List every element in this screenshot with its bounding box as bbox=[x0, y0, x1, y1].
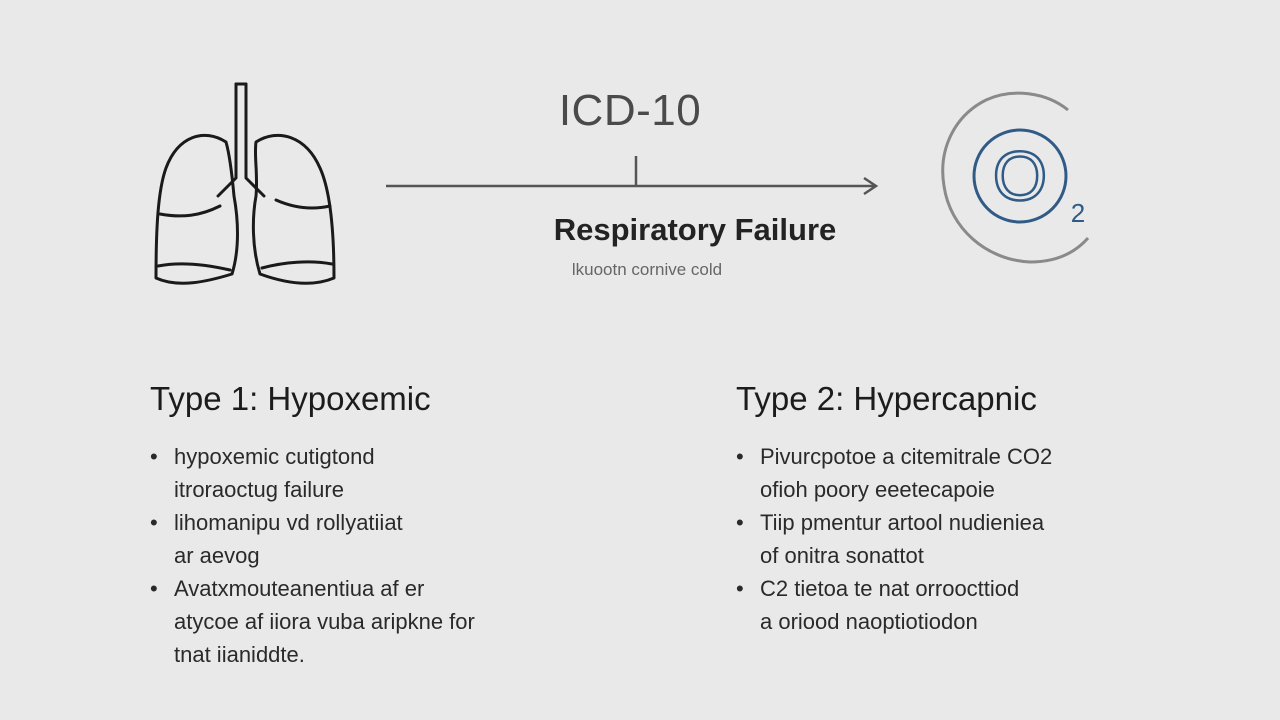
list-item: • hypoxemic cutigtond itroraoctug failur… bbox=[150, 440, 570, 506]
bullet-icon: • bbox=[736, 510, 744, 535]
list-item: • Pivurcpotoe a citemitrale CO2 ofioh po… bbox=[736, 440, 1156, 506]
page-subtitle: lkuootn cornive cold bbox=[571, 260, 723, 279]
list-item-line: itroraoctug failure bbox=[174, 477, 344, 502]
list-item-line: C2 tietoa te nat orroocttiod bbox=[760, 576, 1020, 601]
type1-column: Type 1: Hypoxemic • hypoxemic cutigtond … bbox=[150, 378, 570, 671]
type1-list: • hypoxemic cutigtond itroraoctug failur… bbox=[150, 440, 570, 671]
bullet-icon: • bbox=[736, 444, 744, 469]
type2-list: • Pivurcpotoe a citemitrale CO2 ofioh po… bbox=[736, 440, 1156, 638]
list-item-line: ar aevog bbox=[174, 543, 260, 568]
list-item: • Avatxmouteanentiua af er atycoe af iio… bbox=[150, 572, 570, 671]
list-item-line: Pivurcpotoe a citemitrale CO2 bbox=[760, 444, 1053, 469]
bullet-icon: • bbox=[150, 576, 158, 601]
list-item: • lihomanipu vd rollyatiiat ar aevog bbox=[150, 506, 570, 572]
list-item-line: a oriood naoptiotiodon bbox=[760, 609, 978, 634]
list-item-line: atycoe af iiora vuba aripkne for bbox=[174, 609, 475, 634]
type2-heading: Type 2: Hypercapnic bbox=[736, 380, 1037, 417]
page-title: Respiratory Failure bbox=[553, 212, 837, 247]
lungs-icon bbox=[154, 82, 336, 285]
list-item-line: hypoxemic cutigtond bbox=[174, 444, 375, 469]
bullet-icon: • bbox=[150, 510, 158, 535]
bullet-icon: • bbox=[736, 576, 744, 601]
list-item-line: Tiip pmentur artool nudieniea bbox=[760, 510, 1045, 535]
oxygen-symbol: O bbox=[993, 137, 1047, 215]
list-item-line: lihomanipu vd rollyatiiat bbox=[174, 510, 403, 535]
list-item: • C2 tietoa te nat orroocttiod a oriood … bbox=[736, 572, 1156, 638]
list-item-line: tnat iianiddte. bbox=[174, 642, 305, 667]
list-item-line: Avatxmouteanentiua af er bbox=[174, 576, 425, 601]
list-item: • Tiip pmentur artool nudieniea of onitr… bbox=[736, 506, 1156, 572]
type2-column: Type 2: Hypercapnic • Pivurcpotoe a cite… bbox=[736, 378, 1156, 638]
oxygen-subscript: 2 bbox=[1071, 198, 1085, 228]
bullet-icon: • bbox=[150, 444, 158, 469]
list-item-line: of onitra sonattot bbox=[760, 543, 924, 568]
code-label: ICD-10 bbox=[558, 86, 702, 135]
timeline-arrow bbox=[386, 156, 879, 196]
list-item-line: ofioh poory eeetecapoie bbox=[760, 477, 995, 502]
o2-icon: O 2 bbox=[941, 91, 1090, 264]
type1-heading: Type 1: Hypoxemic bbox=[150, 380, 431, 417]
